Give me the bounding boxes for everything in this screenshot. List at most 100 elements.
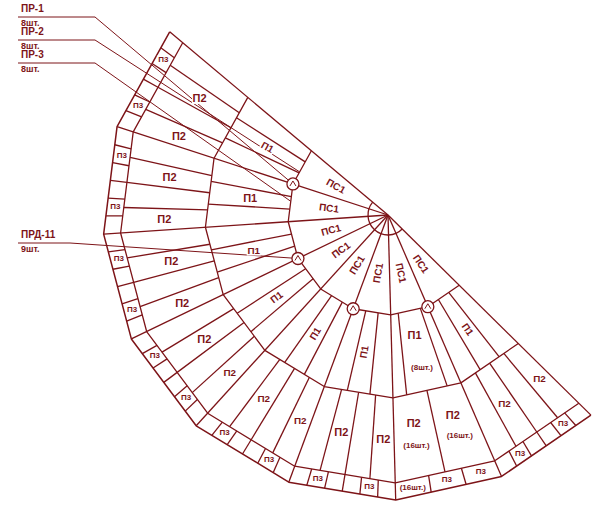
leader-line: [70, 243, 298, 258]
slab-joint: [242, 440, 251, 454]
slab-joint: [113, 163, 129, 166]
radial-line: [196, 215, 388, 426]
slab-joint: [162, 309, 234, 352]
slab-joint: [360, 477, 362, 494]
slab-mark: П2: [406, 417, 422, 429]
anchor-symbol: [295, 255, 301, 260]
slab-mark: П2: [196, 333, 212, 345]
slab-joint: [398, 313, 406, 395]
ring-line: [288, 151, 459, 315]
leader-line: [95, 17, 293, 184]
slab-joint: [124, 207, 208, 209]
slab-joint: [122, 299, 138, 304]
slab-joint: [427, 390, 445, 471]
slab-joint: [504, 353, 558, 417]
radial-line: [104, 215, 388, 234]
anchor-marker: [347, 303, 359, 315]
quantity-note: (16шт.): [446, 432, 474, 441]
radial-line: [170, 32, 388, 215]
slab-joint: [127, 315, 143, 321]
outer-edge: [104, 32, 591, 500]
slab-mark: П2: [333, 426, 349, 438]
slab-mark: ПС1: [318, 201, 341, 215]
slab-mark: П2: [162, 171, 178, 183]
slab-joint: [208, 204, 290, 209]
slab-joint: [108, 250, 125, 252]
slab-mark: П1: [359, 344, 372, 360]
radial-line: [131, 215, 388, 339]
anchor-symbol: [350, 306, 356, 311]
slab-joint: [475, 373, 516, 446]
slab-mark: П3: [218, 429, 230, 438]
callout-underline: [18, 40, 95, 41]
slab-joint: [429, 476, 432, 493]
slab-mark: П2: [174, 296, 190, 308]
slab-mark: П3: [116, 151, 128, 160]
slab-mark: П2: [293, 415, 308, 426]
slab-mark: П1: [246, 245, 261, 256]
slab-mark: П3: [113, 255, 125, 264]
slab-joint: [108, 198, 125, 199]
radial-line: [388, 215, 591, 415]
slab-joint: [251, 279, 313, 332]
slab-mark: П3: [126, 305, 138, 314]
radial-line: [388, 215, 502, 476]
anchor-marker: [287, 178, 299, 190]
slab-joint: [251, 368, 294, 439]
callout-mark: ПР-2: [20, 26, 45, 37]
anchor-symbol: [290, 181, 296, 186]
slab-mark: П3: [132, 102, 144, 111]
slab-mark: П2: [445, 409, 461, 421]
callout-mark: ПР-1: [20, 3, 45, 14]
slab-mark: П1: [242, 192, 258, 204]
callout-mark: ПР-3: [20, 49, 45, 60]
slab-joint: [117, 282, 133, 286]
slab-mark: П3: [157, 56, 169, 65]
slab-joint: [377, 480, 379, 497]
slab-mark: П2: [156, 213, 172, 225]
slab-mark: ПС1: [319, 222, 343, 238]
slab-mark: П3: [109, 203, 121, 212]
slab-joint: [126, 111, 142, 117]
slab-mark: П2: [375, 433, 391, 445]
quantity-note: (16шт.): [399, 483, 427, 492]
slab-mark: П3: [180, 394, 192, 403]
slab-joint: [115, 145, 131, 149]
slab-mark: П3: [363, 483, 375, 492]
quantity-note: 9шт.: [20, 245, 41, 255]
slab-joint: [164, 372, 177, 382]
slab-joint: [342, 475, 345, 491]
slab-mark: П3: [312, 474, 324, 483]
slab-joint: [225, 138, 299, 173]
anchor-marker: [422, 301, 434, 313]
slab-joint: [113, 266, 129, 269]
callout-underline: [18, 243, 70, 244]
slab-mark: П3: [475, 468, 487, 477]
leader-line: [95, 40, 300, 172]
slab-mark: П2: [257, 393, 272, 404]
slab-joint: [490, 363, 537, 432]
slab-mark: П3: [514, 449, 526, 458]
slab-joint: [461, 468, 466, 484]
slab-joint: [537, 432, 546, 446]
slab-mark: ПС1: [393, 261, 409, 285]
slab-mark: П3: [149, 352, 161, 361]
slab-mark: П2: [222, 368, 237, 379]
callout-underline: [18, 17, 95, 18]
leader-line: [95, 63, 291, 201]
slab-joint: [449, 292, 499, 356]
slab-mark: П2: [163, 255, 179, 267]
radial-line: [289, 215, 388, 482]
slab-joint: [110, 180, 127, 182]
slab-mark: П2: [497, 398, 512, 409]
slab-mark: П2: [532, 374, 547, 385]
quantity-note: 8шт.: [20, 65, 41, 75]
slab-joint: [237, 269, 305, 314]
callout-mark: ПРД-11: [20, 229, 56, 240]
slab-joint: [304, 302, 342, 374]
slab-joint: [127, 182, 210, 192]
slab-joint: [285, 296, 332, 363]
slab-lines: [18, 17, 591, 500]
